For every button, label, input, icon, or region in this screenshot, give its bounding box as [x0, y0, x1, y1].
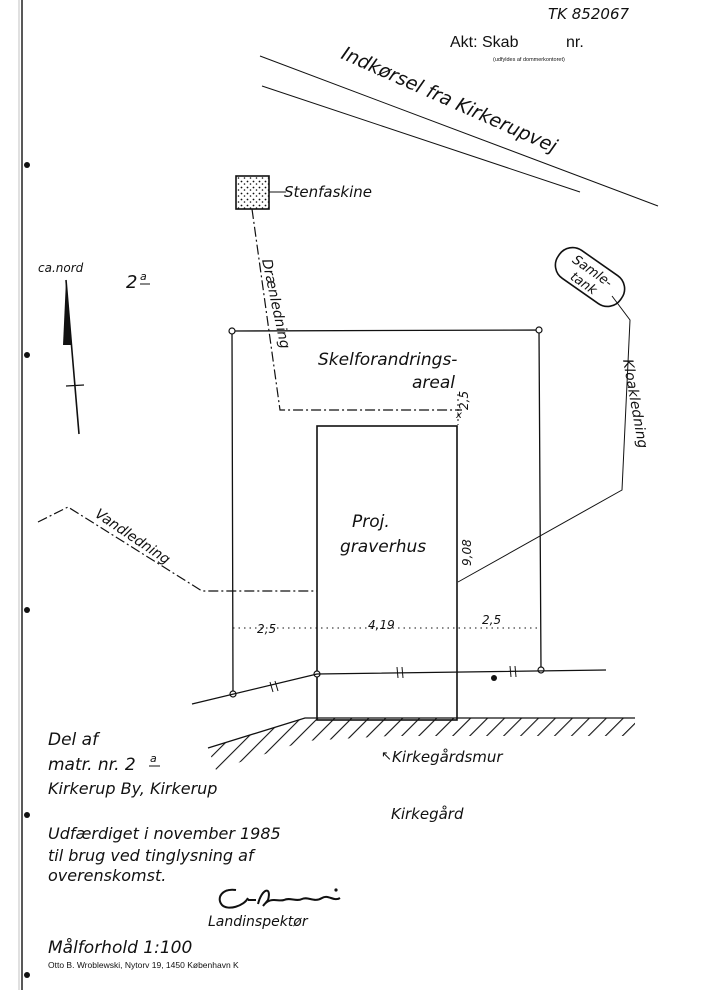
dimension-building-depth: 9,08 — [460, 539, 474, 566]
scale-label: Målforhold 1:100 — [48, 937, 192, 958]
boundary-change-area-outline — [231, 329, 542, 695]
wall-pointer: ↖ — [381, 749, 392, 764]
prepared-line2: til brug ved tinglysning af — [48, 846, 256, 865]
north-label: ca.nord — [38, 261, 84, 275]
building-label-line1: Proj. — [352, 512, 390, 532]
corner-marker — [535, 326, 543, 334]
stone-drain-label: Stenfaskine — [284, 183, 372, 201]
surveyor-title: Landinspektør — [208, 914, 309, 930]
title-line3: Kirkerup By, Kirkerup — [48, 779, 217, 798]
driveway-lines — [259, 55, 659, 207]
nr-label: nr. — [566, 34, 584, 51]
planned-building-outline — [316, 425, 458, 721]
septic-tank-symbol: Samle- tank — [554, 246, 626, 308]
corner-marker — [228, 327, 236, 335]
dimension-building-width: 4,19 — [368, 618, 395, 632]
title-line2-superscript: a — [150, 752, 157, 765]
drain-pipe-label: Drænledning — [258, 258, 293, 351]
surveyor-signature — [218, 888, 341, 909]
sewer-pipe-label: Kloakledning — [619, 358, 650, 450]
drain-pipe-line — [251, 208, 462, 411]
dimension-right-clearance: 2,5 — [482, 613, 501, 627]
churchyard-label: Kirkegård — [391, 805, 464, 823]
dimension-tick: x — [455, 410, 462, 421]
churchyard-wall-hatching — [208, 718, 635, 770]
parcel-number-label: 2 — [126, 272, 137, 293]
reference-number: TK 852067 — [548, 5, 629, 23]
prepared-line1: Udfærdiget i november 1985 — [48, 824, 281, 843]
water-pipe-line — [37, 506, 317, 592]
churchyard-wall-line — [207, 717, 635, 749]
akt-label: Akt: Skab — [450, 34, 519, 51]
dimension-top-clearance: 2,5 — [457, 391, 471, 410]
boundary-area-label-line2: areal — [412, 373, 455, 393]
court-office-note: (udfyldes af dommerkontoret) — [493, 57, 565, 63]
boundary-tick-marks — [269, 665, 517, 693]
boundary-area-label-line1: Skelforandrings- — [318, 350, 457, 370]
stone-drain-symbol — [235, 175, 270, 210]
property-boundary-line — [191, 669, 607, 705]
prepared-line3: overenskomst. — [48, 866, 166, 885]
dimension-left-clearance: 2,5 — [257, 622, 276, 636]
publisher-imprint: Otto B. Wroblewski, Nytorv 19, 1450 Købe… — [48, 960, 239, 970]
sewer-pipe-line — [457, 295, 631, 583]
north-arrow — [63, 279, 85, 435]
water-pipe-label: Vandledning — [92, 506, 173, 568]
parcel-number-superscript: a — [140, 270, 147, 283]
title-line1: Del af — [48, 730, 101, 750]
binder-margin — [18, 0, 30, 990]
corner-marker — [537, 666, 545, 674]
title-line2: matr. nr. 2 — [48, 755, 136, 775]
building-label-line2: graverhus — [340, 537, 426, 557]
churchyard-wall-label: Kirkegårdsmur — [392, 748, 503, 766]
